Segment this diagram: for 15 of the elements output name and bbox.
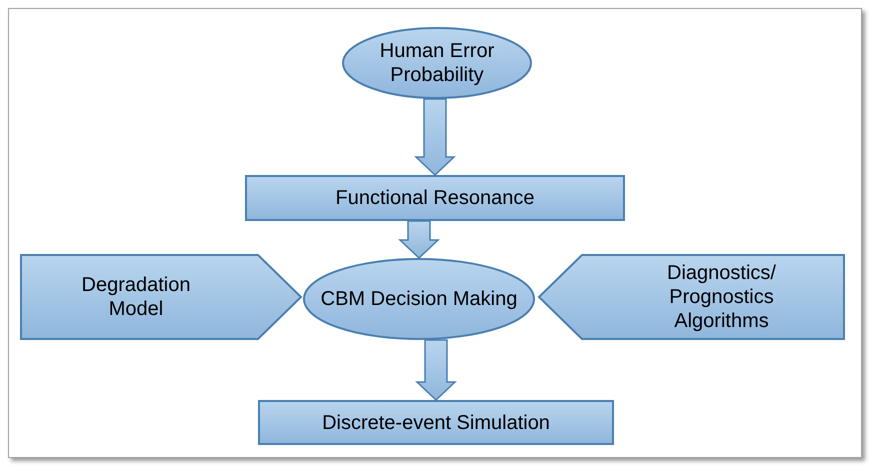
block-arrow [414, 98, 456, 176]
node-label: Functional Resonance [335, 186, 534, 210]
block-arrow [398, 220, 440, 260]
node-label: Degradation Model [80, 273, 192, 321]
block-arrow [415, 339, 457, 402]
process-box [245, 175, 625, 221]
pentagon-arrow-box [538, 254, 845, 340]
node-label: Diagnostics/ Prognostics Algorithms [666, 261, 777, 333]
process-box [258, 400, 614, 445]
node-label: Human Error Probability [378, 39, 496, 87]
ellipse-node [303, 258, 535, 340]
ellipse-node [342, 27, 532, 99]
node-label: CBM Decision Making [320, 287, 518, 311]
node-label: Discrete-event Simulation [322, 410, 550, 434]
pentagon-arrow-box [20, 254, 302, 340]
